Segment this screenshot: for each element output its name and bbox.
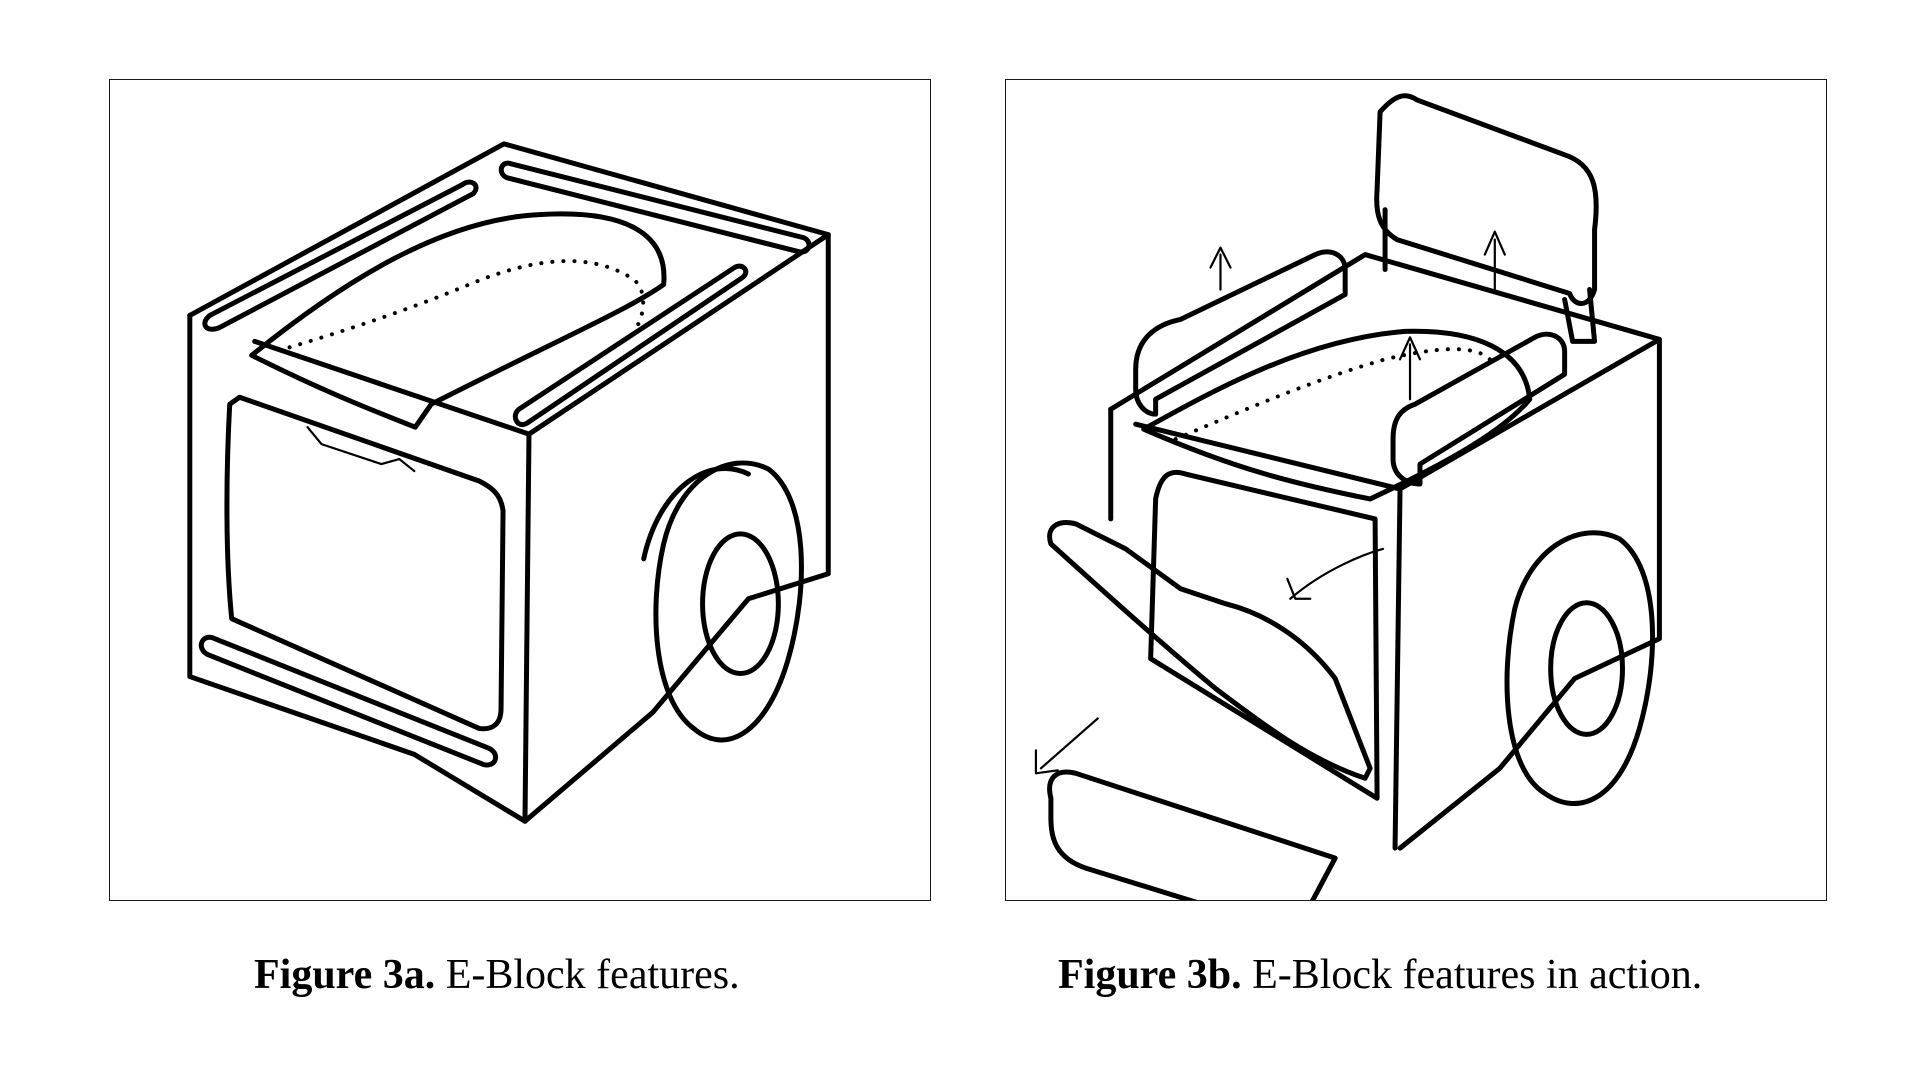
box-top-face-outline bbox=[1108, 252, 1662, 492]
door-flap-open bbox=[1047, 520, 1373, 781]
top-rail-left bbox=[202, 179, 479, 332]
seat-lift-arrow bbox=[1398, 336, 1422, 401]
e-block-open-sketch bbox=[1034, 93, 1662, 900]
wheel-inner-rim bbox=[641, 466, 751, 562]
box-right-face-outline bbox=[1397, 336, 1662, 851]
figure-3b-label: Figure 3b. bbox=[1058, 952, 1242, 998]
figure-3a-caption-text: E-Block features. bbox=[445, 952, 740, 998]
box-top-face-outline bbox=[187, 141, 831, 437]
top-rail-right bbox=[512, 263, 749, 428]
figure-3a-label: Figure 3a. bbox=[254, 952, 436, 998]
seat-cushion bbox=[249, 211, 667, 430]
figure-3a-panel bbox=[109, 79, 931, 901]
box-front-edge bbox=[522, 431, 532, 824]
wheel-hub bbox=[1548, 600, 1625, 737]
backrest-post-right bbox=[1562, 286, 1598, 344]
seat-dotted-line bbox=[287, 259, 646, 350]
backrest bbox=[1374, 93, 1599, 306]
bottom-rail bbox=[198, 634, 499, 768]
backrest-lift-arrow bbox=[1483, 230, 1506, 291]
seat-cushion bbox=[1141, 328, 1533, 502]
footrest bbox=[1047, 769, 1338, 900]
door-handle bbox=[306, 426, 416, 473]
figure-3a-caption: Figure 3a. E-Block features. bbox=[254, 950, 740, 1000]
armrest-lift-arrow bbox=[1209, 246, 1232, 291]
box-left-face-outline bbox=[187, 312, 528, 824]
door-frame bbox=[1148, 469, 1380, 801]
footrest-drop-arrow bbox=[1034, 717, 1099, 775]
top-rail-back bbox=[498, 160, 812, 255]
armrest-right bbox=[1390, 331, 1568, 487]
wheel-outer-rim bbox=[653, 460, 804, 743]
figure-3b-caption: Figure 3b. E-Block features in action. bbox=[1058, 950, 1702, 1000]
e-block-closed-sketch bbox=[187, 141, 831, 824]
box-front-edge bbox=[1392, 486, 1403, 851]
box-right-face-outline bbox=[522, 232, 831, 824]
seat-dotted-line bbox=[1173, 347, 1492, 442]
figure-3b-panel bbox=[1005, 79, 1827, 901]
front-door-panel bbox=[224, 394, 506, 732]
wheel-hub bbox=[700, 531, 781, 677]
door-open-arrow bbox=[1286, 547, 1385, 600]
wheel-outer-rim bbox=[1504, 530, 1656, 806]
figure-3b-caption-text: E-Block features in action. bbox=[1252, 952, 1703, 998]
armrest-left bbox=[1133, 249, 1348, 417]
